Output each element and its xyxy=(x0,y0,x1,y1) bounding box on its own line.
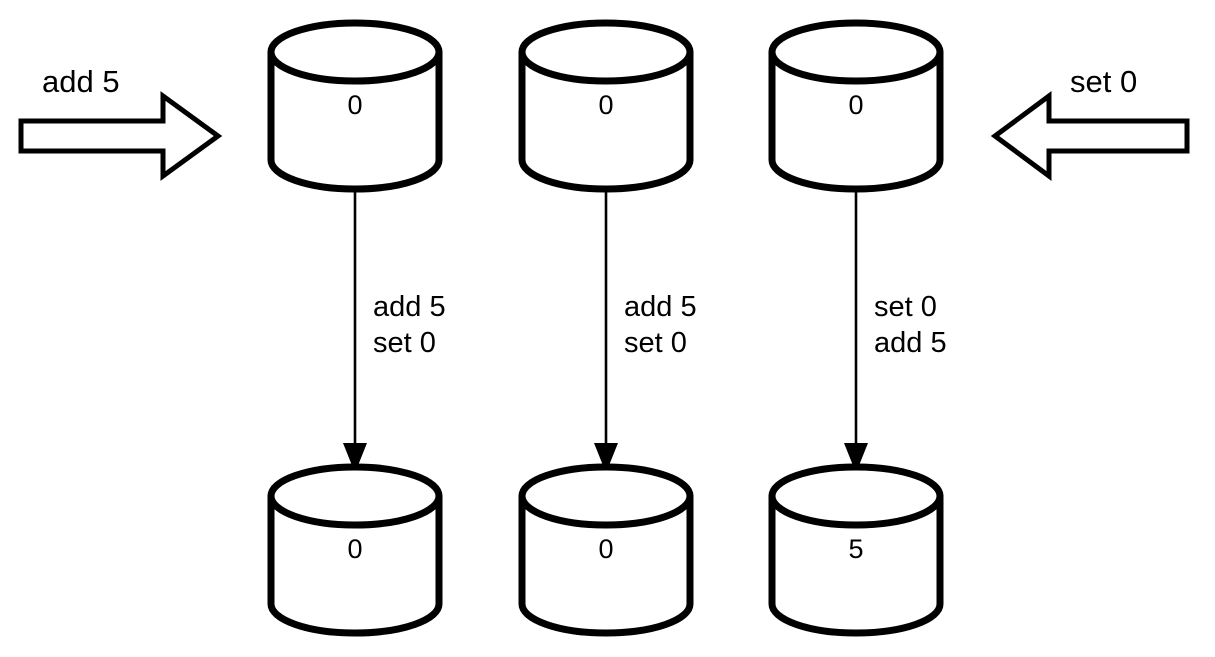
replica-1-flow-arrow xyxy=(343,188,367,473)
block-arrow-right-shape xyxy=(18,91,223,181)
input-arrow-right xyxy=(990,91,1190,181)
arrow-head-icon xyxy=(343,443,367,473)
cylinder-top-ellipse xyxy=(518,463,694,529)
replica-3-bottom-cylinder: 5 xyxy=(768,463,944,637)
replica-1-bottom-cylinder: 0 xyxy=(267,463,443,637)
replica-2-bottom-cylinder: 0 xyxy=(518,463,694,637)
replica-1-final-value: 0 xyxy=(347,534,362,564)
input-left-label: add 5 xyxy=(42,64,120,99)
input-right-label: set 0 xyxy=(1070,64,1137,99)
cylinder-top-ellipse xyxy=(768,19,944,85)
replica-1-top-cylinder: 0 xyxy=(267,19,443,193)
replica-3-final-value: 5 xyxy=(848,534,863,564)
replica-3-initial-value: 0 xyxy=(848,90,863,120)
replica-3-top-cylinder: 0 xyxy=(768,19,944,193)
replica-2-operation-1: add 5 xyxy=(624,291,697,323)
cylinder-top-ellipse xyxy=(267,463,443,529)
cylinder-body xyxy=(518,48,694,193)
cylinder-body xyxy=(518,492,694,637)
block-arrow-left-shape xyxy=(990,91,1190,181)
replica-3-operation-1: set 0 xyxy=(874,291,937,323)
input-arrow-left xyxy=(18,91,223,181)
replica-3-operation-2: add 5 xyxy=(874,327,947,359)
cylinder-body xyxy=(768,492,944,637)
replica-2-final-value: 0 xyxy=(598,534,613,564)
cylinder-body xyxy=(267,492,443,637)
replica-2-flow-arrow xyxy=(594,188,618,473)
replica-2-operation-2: set 0 xyxy=(624,327,687,359)
replica-1-initial-value: 0 xyxy=(347,90,362,120)
arrow-head-icon xyxy=(594,443,618,473)
cylinder-top-ellipse xyxy=(518,19,694,85)
cylinder-body xyxy=(267,48,443,193)
replica-1-operation-1: add 5 xyxy=(373,291,446,323)
cylinder-top-ellipse xyxy=(267,19,443,85)
cylinder-top-ellipse xyxy=(768,463,944,529)
arrow-head-icon xyxy=(844,443,868,473)
replica-2-top-cylinder: 0 xyxy=(518,19,694,193)
replica-1-operation-2: set 0 xyxy=(373,327,436,359)
cylinder-body xyxy=(768,48,944,193)
replica-2-initial-value: 0 xyxy=(598,90,613,120)
replica-3-flow-arrow xyxy=(844,188,868,473)
